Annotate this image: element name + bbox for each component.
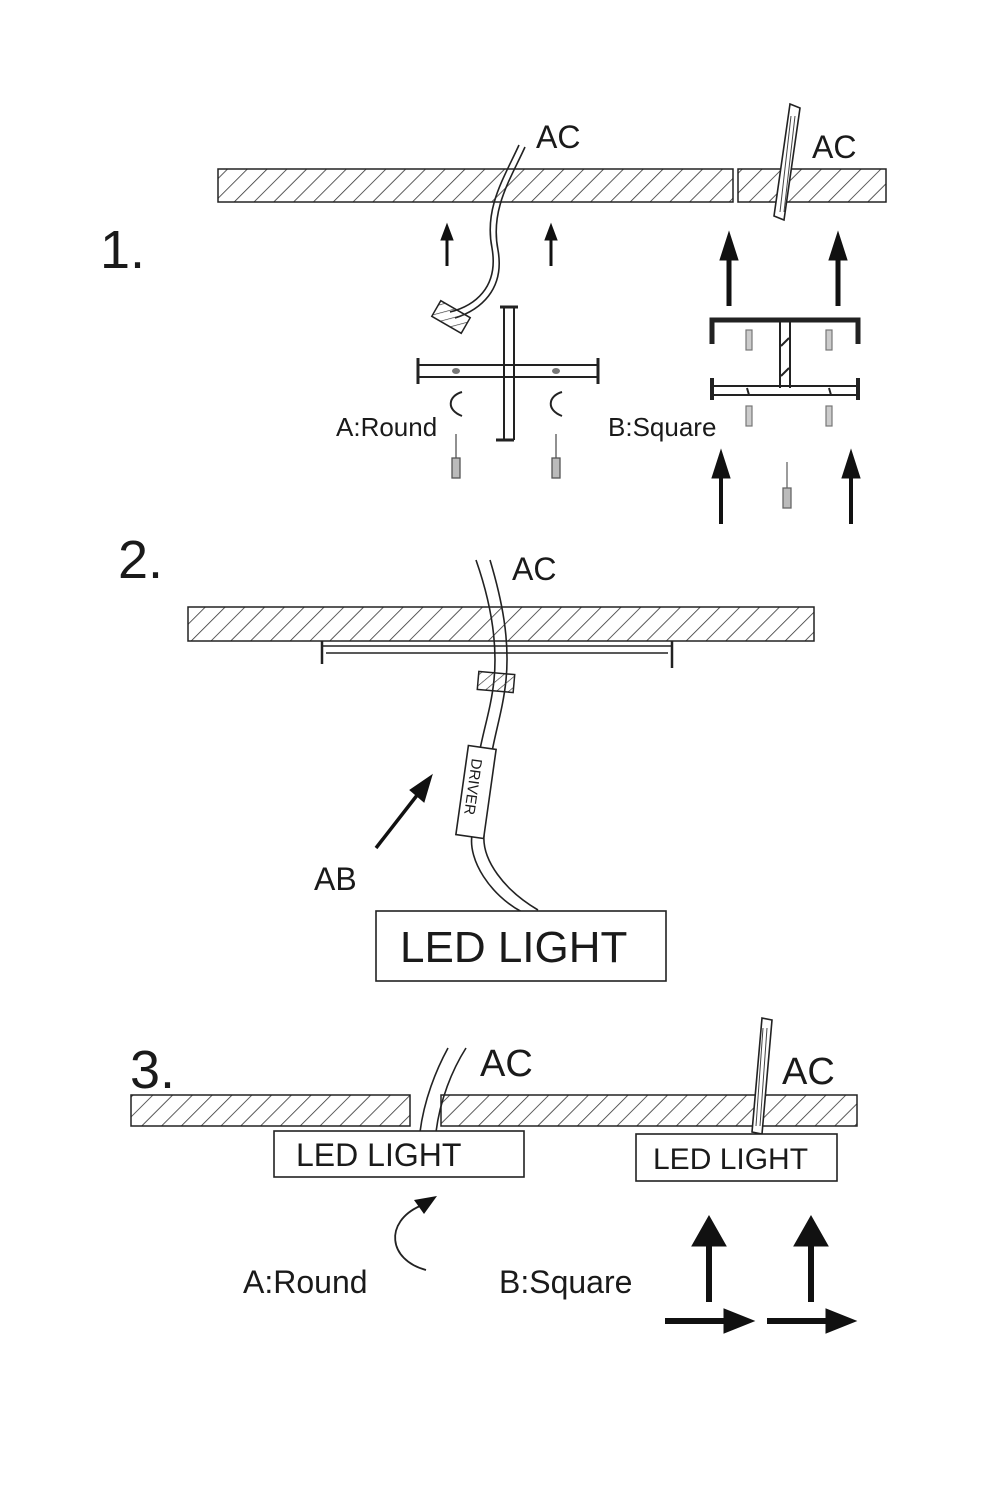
- push-slide-arrows-3: [665, 1214, 858, 1334]
- option-b-label-1: B:Square: [608, 412, 716, 442]
- screw-icons-round: [451, 434, 561, 479]
- step-1: 1. AC AC: [100, 102, 887, 524]
- ceiling-3-left: [130, 1094, 411, 1127]
- step-1-number: 1.: [100, 220, 145, 280]
- ab-label: AB: [314, 861, 357, 897]
- ab-arrow: [374, 773, 433, 850]
- ac-label-3-right: AC: [782, 1051, 835, 1093]
- square-mounting-bracket: [709, 317, 861, 400]
- option-a-label-1: A:Round: [336, 412, 437, 442]
- driver-box: DRIVER: [454, 744, 498, 840]
- step-2: 2. AC DRIVER AB LE: [118, 530, 815, 982]
- led-light-box-3-right: [635, 1133, 838, 1182]
- mounting-plate-2: [320, 641, 674, 668]
- step-3: 3. AC AC LED LIGHT LED LIGHT A:Round B:S…: [130, 1017, 858, 1334]
- screwdriver-icon-square: [782, 462, 792, 509]
- lower-up-arrows-1: [711, 448, 861, 524]
- ceiling-2: [187, 606, 815, 642]
- ceiling-3-right: [440, 1094, 858, 1127]
- ac-cable-1-left: [449, 144, 526, 319]
- connector-block-2: [476, 670, 516, 694]
- led-light-label-2: LED LIGHT: [400, 923, 627, 972]
- ac-cable-3-left: [419, 1047, 467, 1133]
- connector-block-1: [430, 299, 472, 335]
- up-arrows-1-round: [440, 222, 558, 266]
- ac-label-1-right: AC: [812, 129, 856, 165]
- step-2-number: 2.: [118, 530, 163, 590]
- ceiling-1-right: [737, 168, 887, 203]
- ac-cable-1-right: [773, 102, 801, 222]
- option-b-label-3: B:Square: [499, 1264, 632, 1300]
- rotate-arrow-3: [394, 1196, 437, 1271]
- led-light-label-3-left: LED LIGHT: [296, 1137, 461, 1173]
- round-mounting-bracket: [416, 305, 600, 442]
- ac-label-3-left: AC: [480, 1043, 533, 1085]
- ceiling-1-left: [217, 168, 734, 203]
- ac-label-2: AC: [512, 551, 556, 587]
- ac-label-1-left: AC: [536, 119, 580, 155]
- led-light-box-3-left: [273, 1130, 525, 1178]
- option-a-label-3: A:Round: [243, 1264, 368, 1300]
- led-light-label-3-right: LED LIGHT: [653, 1143, 808, 1176]
- led-light-box-2: [375, 910, 667, 982]
- anchor-screw-icons-square: [745, 329, 833, 427]
- up-arrows-1-square: [719, 230, 848, 306]
- step-3-number: 3.: [130, 1040, 175, 1100]
